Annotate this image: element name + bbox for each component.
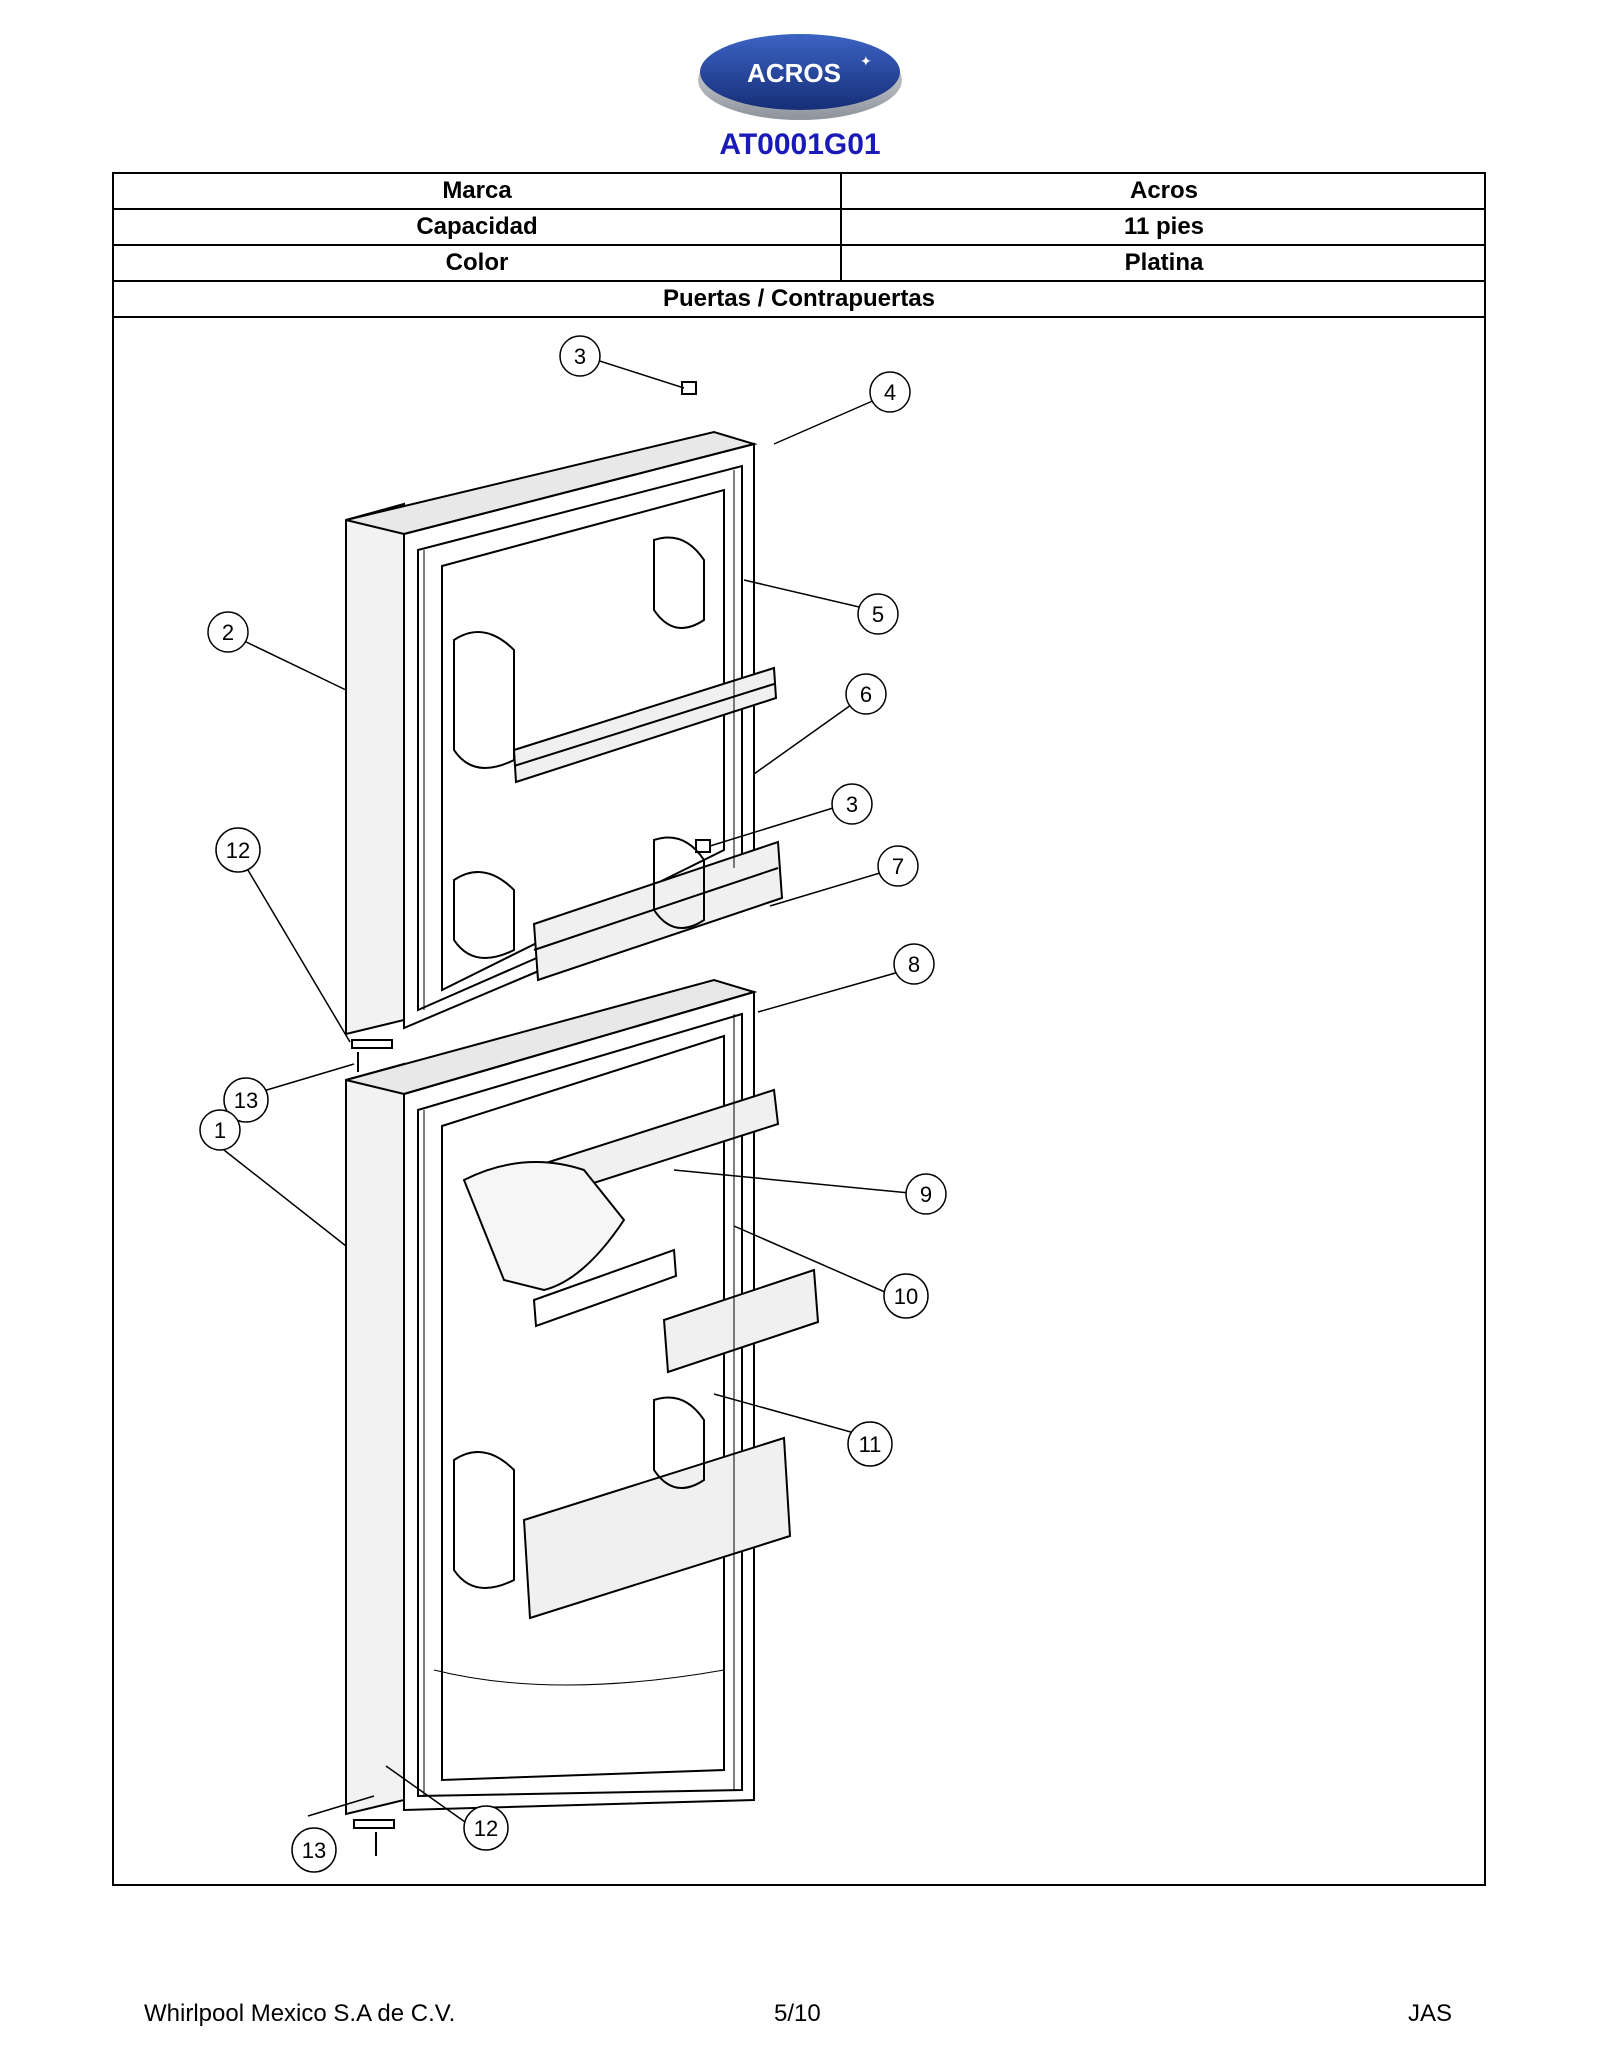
callout-label: 13 <box>234 1088 258 1113</box>
upper-door-assembly <box>345 430 784 1036</box>
spec-value: 11 pies <box>1123 213 1205 240</box>
star-icon: ✦ <box>860 53 872 69</box>
section-title: Puertas / Contrapuertas <box>662 285 936 312</box>
spec-label: Marca <box>114 174 842 208</box>
callout-label: 12 <box>474 1816 498 1841</box>
hinge-cap-part <box>681 381 697 395</box>
spec-label: Capacidad <box>114 210 842 244</box>
callout-label: 11 <box>859 1432 882 1457</box>
callout-label: 3 <box>574 344 586 369</box>
logo-text: ACROS <box>747 58 841 88</box>
callout-label: 1 <box>214 1118 226 1143</box>
callout-label: 12 <box>226 838 250 863</box>
callout-label: 2 <box>222 620 234 645</box>
spec-table: Marca Acros Capacidad 11 pies Color Plat… <box>112 172 1486 1886</box>
callout-label: 10 <box>894 1284 918 1309</box>
hinge-cap-part <box>695 839 711 853</box>
spec-value: Acros <box>1129 177 1199 204</box>
footer-page-number: 5/10 <box>774 2000 821 2027</box>
section-row: Puertas / Contrapuertas <box>114 282 1484 318</box>
hinge-part <box>353 1819 395 1829</box>
footer-initials: JAS <box>1408 2000 1453 2027</box>
spec-row: Color Platina <box>114 246 1484 282</box>
door-exploded-diagram: 3 4 2 5 6 3 12 7 8 13 1 9 10 11 12 13 <box>114 320 1484 1884</box>
callout-label: 9 <box>920 1182 932 1207</box>
callout-label: 3 <box>846 792 858 817</box>
spec-label: Color <box>114 246 842 280</box>
callout-label: 13 <box>302 1838 326 1863</box>
callout-label: 7 <box>892 854 904 879</box>
spec-value: Platina <box>1124 249 1204 276</box>
spec-row: Capacidad 11 pies <box>114 210 1484 246</box>
callout-label: 8 <box>908 952 920 977</box>
hinge-part <box>351 1039 393 1049</box>
footer-company: Whirlpool Mexico S.A de C.V. <box>144 2000 456 2027</box>
spec-row: Marca Acros <box>114 174 1484 210</box>
callout-label: 6 <box>860 682 872 707</box>
callout-label: 4 <box>884 380 896 405</box>
model-code: AT0001G01 <box>719 128 881 161</box>
acros-logo: ACROS ✦ <box>694 24 906 124</box>
callout-label: 5 <box>872 602 884 627</box>
lower-door-assembly <box>345 978 820 1816</box>
